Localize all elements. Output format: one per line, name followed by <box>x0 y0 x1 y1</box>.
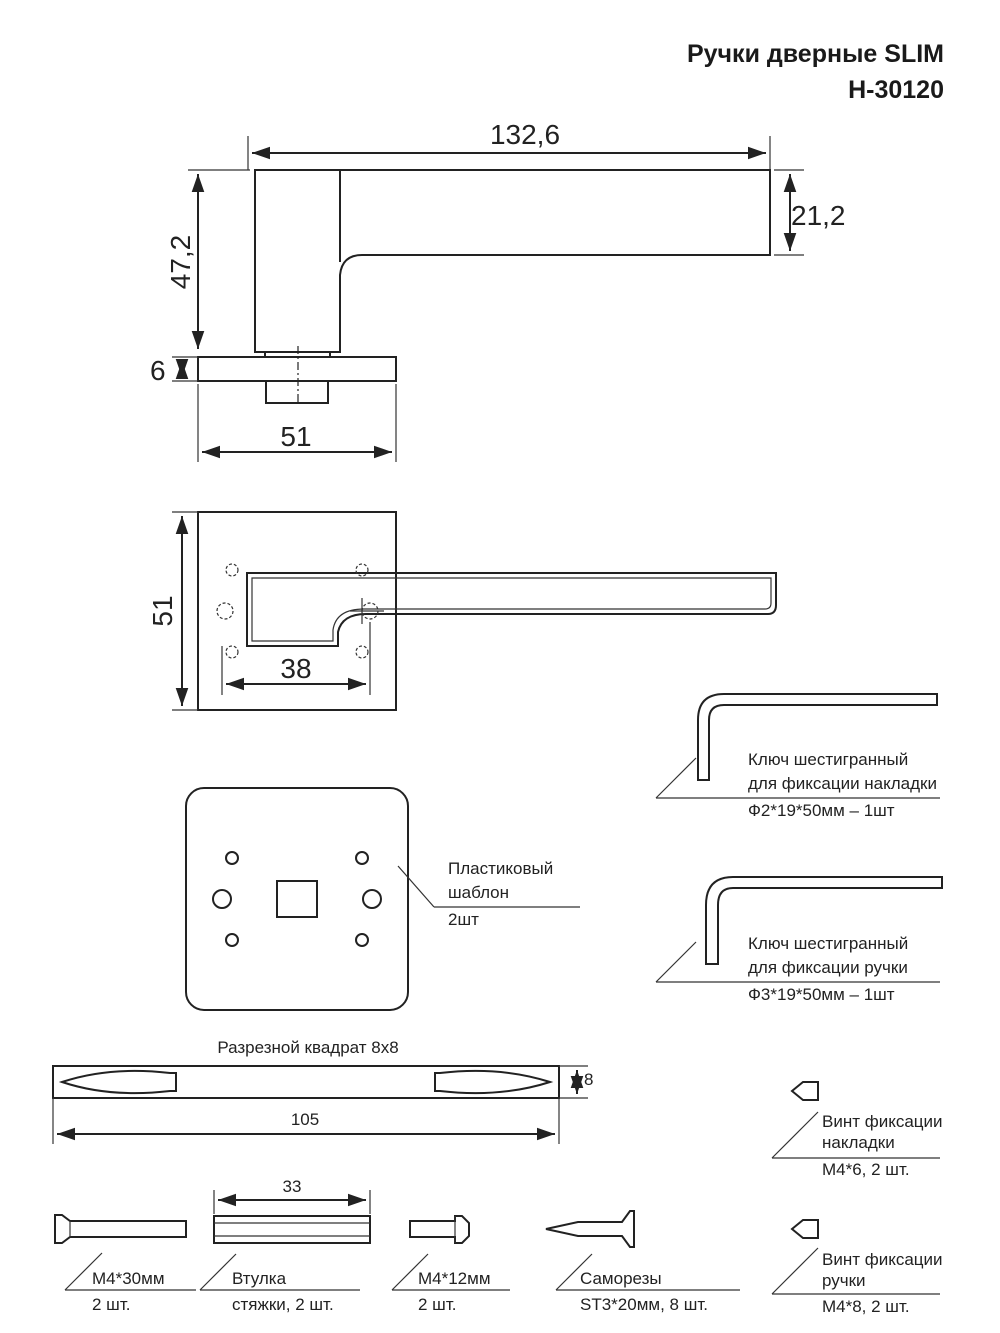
handle-lever-outline <box>254 169 771 353</box>
dim-rose-width: 51 <box>280 421 311 452</box>
bolt-30-spec: M4*30мм <box>92 1269 165 1288</box>
spindle-label: Разрезной квадрат 8х8 <box>217 1038 398 1057</box>
self-tapping-line1: Саморезы <box>580 1269 662 1288</box>
bolt-30-qty: 2 шт. <box>92 1295 130 1314</box>
screw-handle-line2: ручки <box>822 1271 866 1290</box>
screw-rose-line2: накладки <box>822 1133 895 1152</box>
handle-side-view: 132,6 47,2 21,2 6 51 <box>150 119 846 462</box>
screw-rose-spec: M4*6, 2 шт. <box>822 1160 910 1179</box>
bolt-m4x30: M4*30мм 2 шт. <box>54 1214 196 1314</box>
title-line-1: Ручки дверные SLIM <box>687 40 944 68</box>
hex-key-1-line1: Ключ шестигранный <box>748 750 908 769</box>
template-label-2: шаблон <box>448 883 509 902</box>
bolt-12-qty: 2 шт. <box>418 1295 456 1314</box>
screw-handle: Винт фиксации ручки M4*8, 2 шт. <box>771 1219 943 1316</box>
split-spindle: Разрезной квадрат 8х8 8 105 <box>52 1038 593 1144</box>
hex-key-1-line2: для фиксации накладки <box>748 774 937 793</box>
spindle-dim-length: 105 <box>291 1110 319 1129</box>
template-label-1: Пластиковый <box>448 859 553 878</box>
dim-length: 132,6 <box>490 119 560 150</box>
screw-handle-spec: M4*8, 2 шт. <box>822 1297 910 1316</box>
bolt-12-spec: M4*12мм <box>418 1269 491 1288</box>
hex-key-2-line1: Ключ шестигранный <box>748 934 908 953</box>
dim-lever: 21,2 <box>791 200 846 231</box>
dim-rose-thickness: 6 <box>150 355 166 386</box>
self-tapping-line2: ST3*20мм, 8 шт. <box>580 1295 708 1314</box>
rose-side <box>197 356 397 382</box>
sleeve-line1: Втулка <box>232 1269 287 1288</box>
dim-height: 47,2 <box>165 235 196 290</box>
hex-key-2-spec: Ф3*19*50мм – 1шт <box>748 985 895 1004</box>
self-tapping-screw: Саморезы ST3*20мм, 8 шт. <box>545 1210 740 1314</box>
rose-front <box>197 511 397 711</box>
dim-rose-size: 51 <box>147 595 178 626</box>
hex-key-2-line2: для фиксации ручки <box>748 958 908 977</box>
template-qty: 2шт <box>448 910 479 929</box>
title-line-2: H-30120 <box>848 76 944 104</box>
screw-rose: Винт фиксации накладки M4*6, 2 шт. <box>771 1081 943 1179</box>
sleeve-line2: стяжки, 2 шт. <box>232 1295 334 1314</box>
sleeve-dim: 33 <box>283 1177 302 1196</box>
screw-rose-line1: Винт фиксации <box>822 1112 943 1131</box>
plastic-template: Пластиковый шаблон 2шт <box>185 787 580 1011</box>
bolt-m4x12: M4*12мм 2 шт. <box>391 1215 510 1314</box>
spindle-dim-side: 8 <box>584 1070 593 1089</box>
screw-handle-line1: Винт фиксации <box>822 1250 943 1269</box>
connector-sleeve: 33 Втулка стяжки, 2 шт. <box>199 1177 371 1314</box>
hex-key-1: Ключ шестигранный для фиксации накладки … <box>655 693 940 820</box>
spindle-stub <box>265 380 329 404</box>
handle-front-view: 38 51 <box>147 511 777 711</box>
dim-holes: 38 <box>280 653 311 684</box>
hex-key-1-spec: Ф2*19*50мм – 1шт <box>748 801 895 820</box>
hex-key-2: Ключ шестигранный для фиксации ручки Ф3*… <box>655 876 943 1004</box>
